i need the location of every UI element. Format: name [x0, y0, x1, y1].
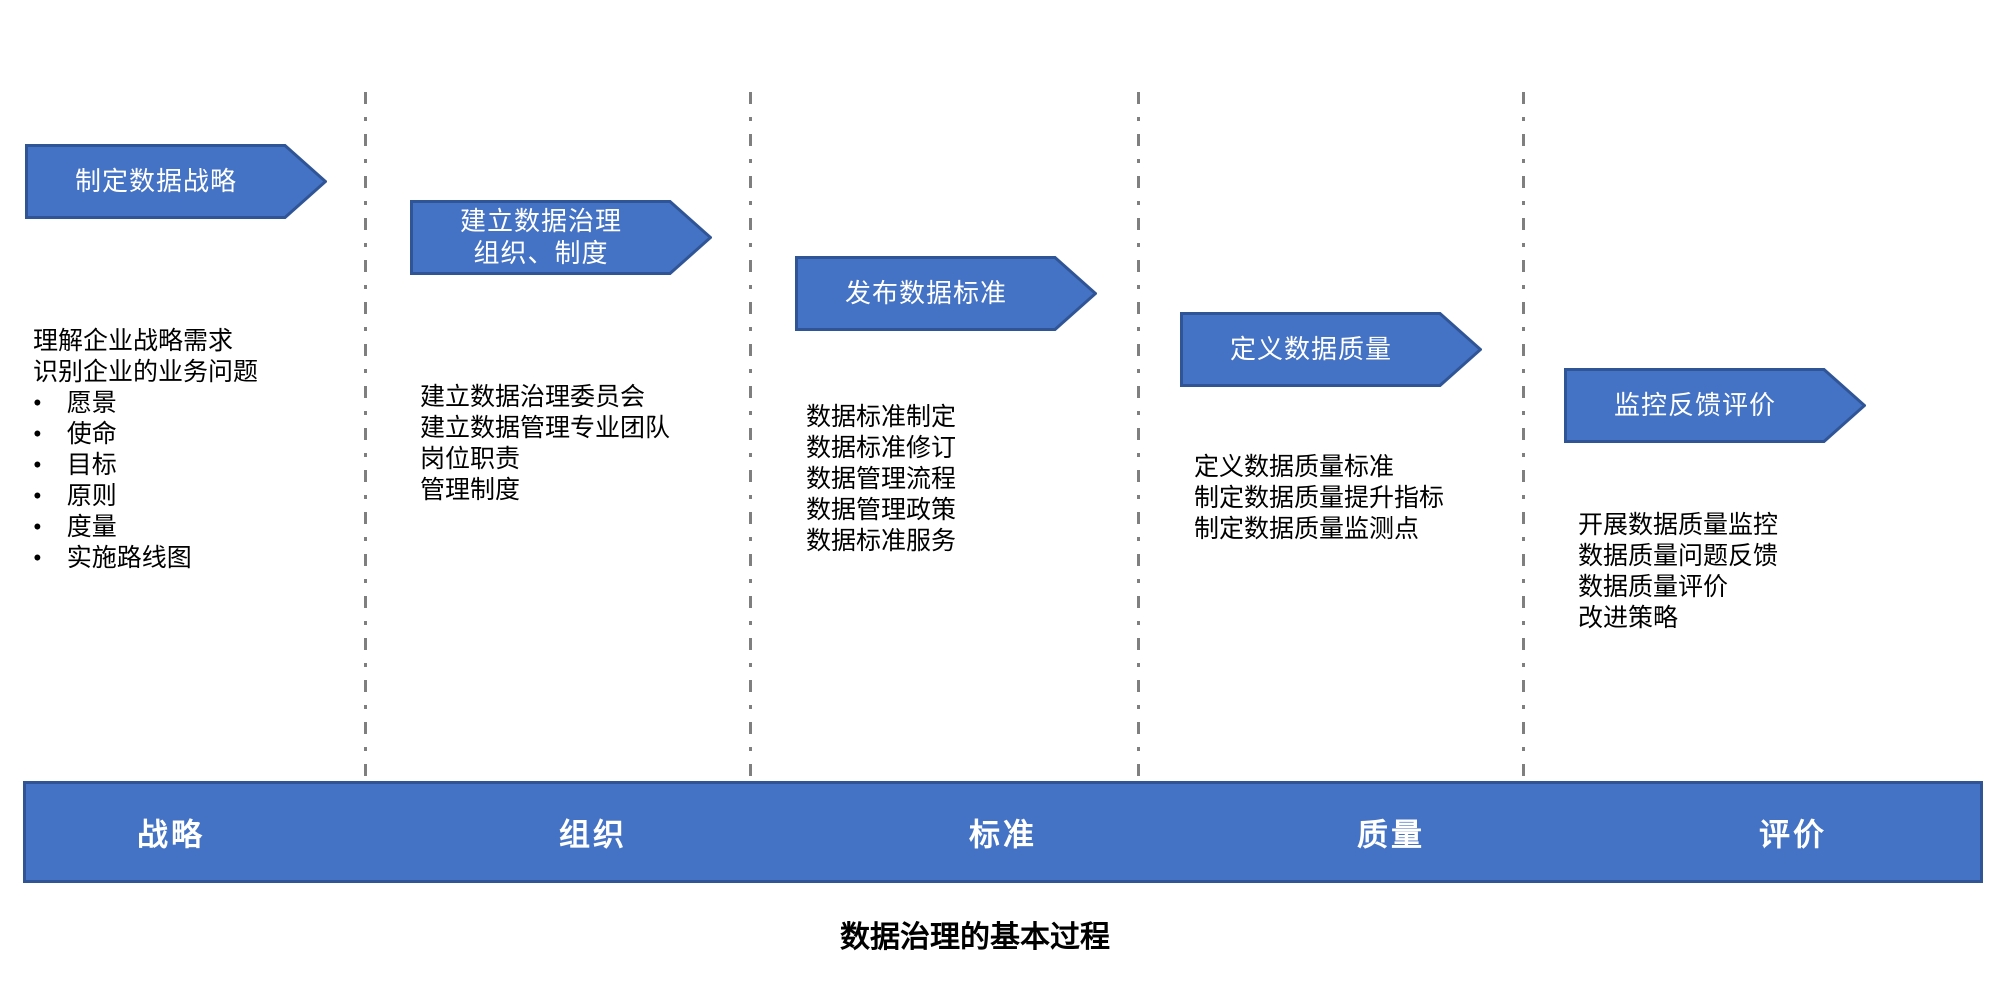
phase-bar: 战略 组织 标准 质量 评价	[23, 781, 1983, 883]
arrow-shape-icon	[1180, 312, 1482, 387]
detail-line: • 愿景	[33, 390, 117, 417]
detail-line: • 目标	[33, 452, 117, 479]
detail-line: 识别企业的业务问题	[33, 359, 259, 386]
arrow-shape-icon	[25, 144, 327, 219]
dash-dot-line	[364, 92, 367, 804]
stage-details-organization: 建立数据治理委员会 建立数据管理专业团队 岗位职责 管理制度	[420, 382, 670, 506]
arrow-shape-icon	[795, 256, 1097, 331]
process-arrow-strategy: 制定数据战略	[25, 144, 327, 219]
detail-line: 建立数据治理委员会	[420, 384, 646, 411]
detail-line: 开展数据质量监控	[1578, 512, 1779, 539]
phase-label-strategy: 战略	[137, 817, 205, 853]
detail-line: 建立数据管理专业团队	[420, 415, 671, 442]
detail-line: 理解企业战略需求	[33, 328, 234, 355]
detail-line: 数据管理政策	[806, 497, 957, 524]
process-arrow-monitor: 监控反馈评价	[1564, 368, 1866, 443]
arrow-label-evaluation: 定义数据质量	[1229, 334, 1392, 364]
detail-line: 数据标准修订	[806, 435, 957, 462]
detail-line: • 实施路线图	[33, 545, 192, 572]
detail-line: 数据质量问题反馈	[1578, 543, 1779, 570]
detail-line: • 使命	[33, 421, 117, 448]
stage-details-monitor: 开展数据质量监控 数据质量问题反馈 数据质量评价 改进策略	[1578, 510, 1778, 634]
arrow-shape-icon	[1564, 368, 1866, 443]
dash-dot-line	[1522, 92, 1525, 804]
phase-label-evaluation: 评价	[1759, 817, 1827, 853]
divider-line-4	[1522, 92, 1525, 804]
stage-details-standard: 数据标准制定 数据标准修订 数据管理流程 数据管理政策 数据标准服务	[806, 402, 956, 557]
arrow-label-strategy: 制定数据战略	[74, 166, 237, 196]
detail-line: 数据标准服务	[806, 528, 957, 555]
process-arrow-quality: 定义数据质量	[1180, 312, 1482, 387]
detail-line: 制定数据质量提升指标	[1194, 485, 1445, 512]
arrow-label-monitor: 监控反馈评价	[1613, 390, 1776, 420]
stage-details-strategy: 理解企业战略需求 识别企业的业务问题 • 愿景 • 使命 • 目标 • 原则 •…	[33, 326, 258, 574]
detail-line: • 原则	[33, 483, 117, 510]
detail-line: 岗位职责	[420, 446, 521, 473]
detail-line: 改进策略	[1578, 605, 1679, 632]
detail-line: 数据标准制定	[806, 404, 957, 431]
stage-details-quality: 定义数据质量标准 制定数据质量提升指标 制定数据质量监测点	[1194, 452, 1444, 545]
detail-line: • 度量	[33, 514, 117, 541]
divider-line-3	[1137, 92, 1140, 804]
phase-label-organization: 组织	[559, 817, 627, 853]
detail-line: 制定数据质量监测点	[1194, 516, 1420, 543]
detail-line: 定义数据质量标准	[1194, 454, 1395, 481]
dash-dot-line	[749, 92, 752, 804]
phase-label-quality: 质量	[1357, 817, 1425, 853]
detail-line: 数据管理流程	[806, 466, 957, 493]
arrow-shape-icon	[410, 200, 712, 275]
process-arrow-standard: 发布数据标准	[795, 256, 1097, 331]
process-arrow-organization: 建立数据治理 组织、制度	[410, 200, 712, 275]
detail-line: 数据质量评价	[1578, 574, 1729, 601]
arrow-label-standard: 发布数据标准	[844, 278, 1007, 308]
phase-label-standard: 标准	[969, 817, 1037, 853]
diagram-title: 数据治理的基本过程	[840, 921, 1110, 954]
divider-line-2	[749, 92, 752, 804]
arrow-label-organization: 建立数据治理 组织、制度	[459, 206, 622, 268]
dash-dot-line	[1137, 92, 1140, 804]
divider-line-1	[364, 92, 367, 804]
detail-line: 管理制度	[420, 477, 521, 504]
